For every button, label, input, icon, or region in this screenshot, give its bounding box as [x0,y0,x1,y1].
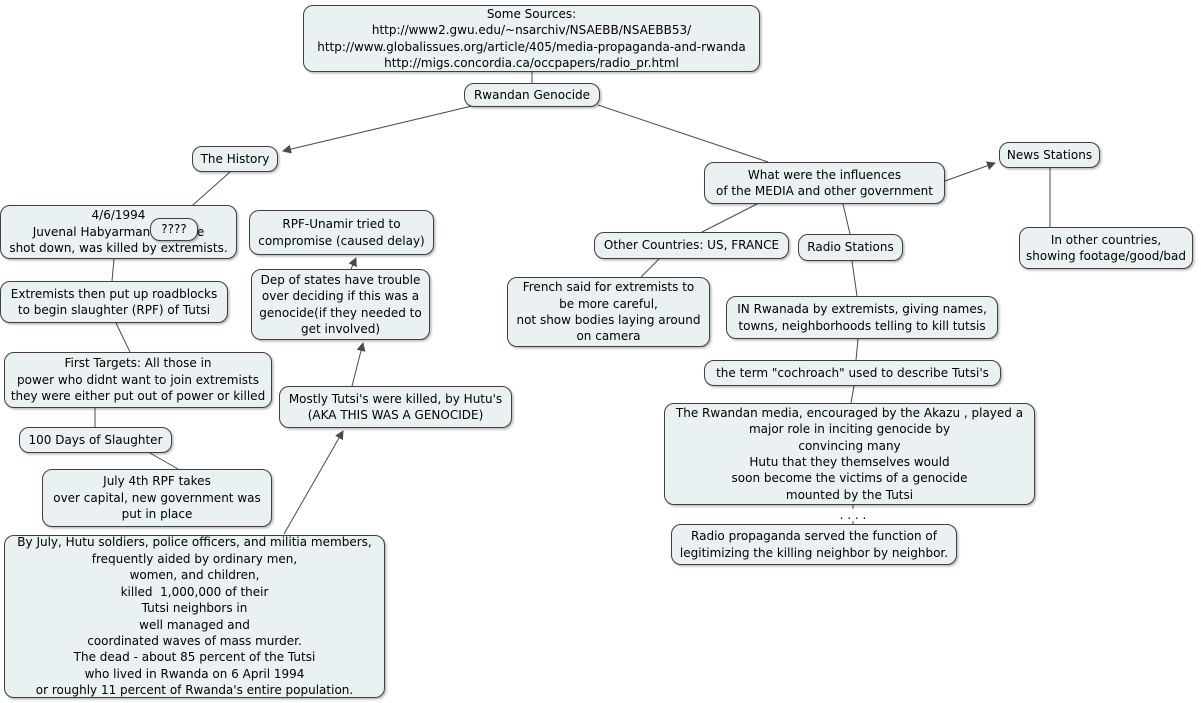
node-roadblocks[interactable]: Extremists then put up roadblocks to beg… [0,281,228,323]
node-in-rwanda-extremists[interactable]: IN Rwanada by extremists, giving names, … [726,296,998,339]
edge-influences-to-radio-stations [842,203,851,235]
node-radio-stations[interactable]: Radio Stations [798,234,903,261]
node-in-other-countries[interactable]: In other countries, showing footage/good… [1019,227,1193,269]
node-plane-shot-down[interactable]: 4/6/1994 Juvenal Habyarmana's plane shot… [0,205,237,259]
edge-other-countries-to-french [640,258,660,278]
node-the-history[interactable]: The History [192,146,278,172]
edge-in-rwanda-to-cockroach [855,338,859,361]
node-rwandan-media[interactable]: The Rwandan media, encouraged by the Aka… [664,403,1035,505]
edge-mostly-tutsis-to-dep-of-states [351,342,366,387]
edge-label-media-to-propaganda: . . . . [837,507,869,522]
node-question-marks[interactable]: ???? [150,218,198,241]
node-dep-of-states[interactable]: Dep of states have trouble over deciding… [251,269,430,340]
node-radio-propaganda[interactable]: Radio propaganda served the function of … [671,524,957,565]
edge-genocide-to-history [282,105,473,154]
node-rpf-unamir[interactable]: RPF-Unamir tried to compromise (caused d… [249,210,434,255]
edge-by-july-to-mostly-tutsis [283,430,344,535]
edge-roadblocks-to-first-targets [115,322,131,353]
edge-influences-to-news [944,161,996,182]
node-french-said[interactable]: French said for extremists to be more ca… [507,277,710,347]
node-by-july-summary[interactable]: By July, Hutu soldiers, police officers,… [4,535,385,698]
edge-influences-to-other-countries [701,203,758,233]
node-rwandan-genocide[interactable]: Rwandan Genocide [464,83,600,107]
node-other-countries[interactable]: Other Countries: US, FRANCE [594,232,789,259]
edge-plane-to-roadblocks [111,258,115,282]
edge-genocide-to-influences [597,104,769,163]
node-media-influences[interactable]: What were the influences of the MEDIA an… [704,162,945,204]
edge-radio-stations-to-in-rwanda [851,260,858,297]
node-hundred-days[interactable]: 100 Days of Slaughter [19,427,172,453]
node-sources[interactable]: Some Sources: http://www2.gwu.edu/~nsarc… [303,5,760,72]
node-first-targets[interactable]: First Targets: All those in power who di… [4,352,272,408]
node-cockroach-term[interactable]: the term "cochroach" used to describe Tu… [704,360,1001,386]
edge-dep-of-states-to-rpf-unamir [348,257,357,270]
node-mostly-tutsis-killed[interactable]: Mostly Tutsi's were killed, by Hutu's (A… [279,386,512,428]
node-news-stations[interactable]: News Stations [999,142,1100,168]
edge-cockroach-to-media [850,385,855,404]
edge-hundred-days-to-july4 [149,452,179,470]
node-july-4th-rpf[interactable]: July 4th RPF takes over capital, new gov… [42,469,272,527]
